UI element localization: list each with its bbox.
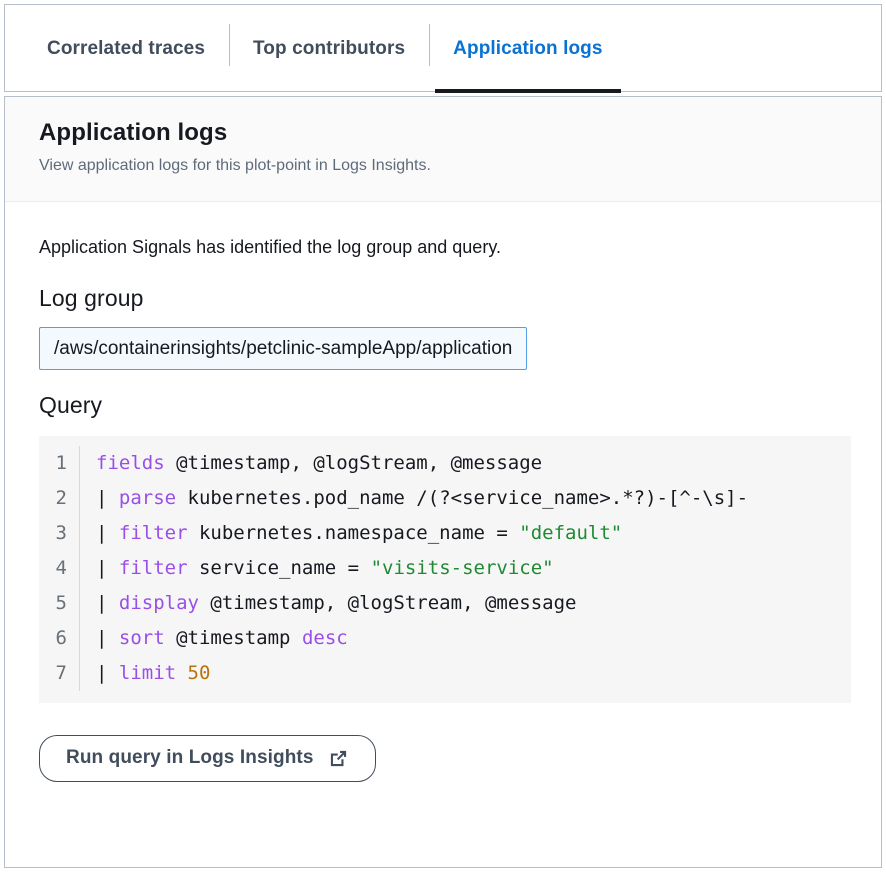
page-title: Application logs — [39, 119, 228, 146]
code-token: @timestamp, @logStream, @message — [176, 451, 543, 474]
code-line: 1 fields @timestamp, @logStream, @message — [39, 445, 851, 481]
run-query-button-label: Run query in Logs Insights — [66, 746, 314, 768]
tab-label: Application logs — [453, 37, 603, 59]
query-code-block[interactable]: 1 fields @timestamp, @logStream, @message… — [39, 435, 851, 703]
code-token: kubernetes.namespace_name = — [198, 521, 520, 544]
log-group-heading: Log group — [39, 284, 144, 311]
code-token: filter — [118, 556, 199, 579]
code-token: sort — [118, 626, 177, 649]
code-token: limit — [118, 661, 188, 684]
code-token: @timestamp — [176, 626, 302, 649]
code-line-text: | display @timestamp, @logStream, @messa… — [79, 585, 851, 621]
code-token: "default" — [519, 521, 623, 544]
tab-application-logs[interactable]: Application logs — [429, 5, 626, 93]
tab-bar-container: Correlated traces Top contributors Appli… — [4, 4, 882, 93]
code-line-text: | limit 50 — [79, 655, 851, 691]
code-token: display — [118, 591, 211, 614]
tab-label: Correlated traces — [47, 37, 205, 59]
page-subtitle: View application logs for this plot-poin… — [39, 156, 431, 174]
line-number: 3 — [55, 521, 67, 544]
code-token: fields — [96, 451, 177, 474]
code-token: kubernetes.pod_name /(?<service_name>.*?… — [187, 486, 749, 509]
line-number: 4 — [55, 556, 67, 579]
code-line: 3 | filter kubernetes.namespace_name = "d… — [39, 515, 851, 551]
code-token: | — [96, 521, 119, 544]
code-line: 2 | parse kubernetes.pod_name /(?<service… — [39, 480, 851, 516]
line-number: 6 — [55, 626, 67, 649]
code-token: parse — [118, 486, 188, 509]
code-token: desc — [301, 626, 348, 649]
code-line-text: fields @timestamp, @logStream, @message — [79, 445, 851, 481]
code-line-text: | sort @timestamp desc — [79, 620, 851, 656]
code-line: 4 | filter service_name = "visits-service… — [39, 550, 851, 586]
line-number: 7 — [55, 661, 67, 684]
code-token: | — [96, 661, 119, 684]
code-token: @timestamp, @logStream, @message — [210, 591, 577, 614]
panel-body: Application Signals has identified the l… — [5, 202, 881, 703]
code-token: | — [96, 626, 119, 649]
line-number: 1 — [55, 451, 67, 474]
log-group-value[interactable]: /aws/containerinsights/petclinic-sampleA… — [39, 326, 528, 371]
line-number: 5 — [55, 591, 67, 614]
panel-header: Application logs View application logs f… — [5, 97, 881, 202]
tab-top-contributors[interactable]: Top contributors — [229, 5, 429, 92]
code-line: 6 | sort @timestamp desc — [39, 620, 851, 656]
code-token: service_name = — [198, 556, 371, 579]
code-line-text: | parse kubernetes.pod_name /(?<service_… — [79, 480, 851, 516]
code-line: 7 | limit 50 — [39, 655, 851, 691]
code-token: | — [96, 556, 119, 579]
tab-list: Correlated traces Top contributors Appli… — [5, 5, 881, 93]
code-token: filter — [118, 521, 199, 544]
tab-correlated-traces[interactable]: Correlated traces — [23, 5, 229, 92]
external-link-icon — [328, 748, 349, 769]
intro-text: Application Signals has identified the l… — [39, 236, 501, 257]
query-heading: Query — [39, 392, 103, 419]
line-number: 2 — [55, 486, 67, 509]
code-token: | — [96, 486, 119, 509]
panel-actions: Run query in Logs Insights — [5, 703, 881, 812]
code-line-text: | filter kubernetes.namespace_name = "de… — [79, 515, 851, 551]
code-line-text: | filter service_name = "visits-service" — [79, 550, 851, 586]
tab-label: Top contributors — [253, 37, 406, 59]
code-token: | — [96, 591, 119, 614]
code-line: 5 | display @timestamp, @logStream, @mess… — [39, 585, 851, 621]
code-token: "visits-service" — [370, 556, 554, 579]
code-token: 50 — [187, 661, 211, 684]
run-query-in-logs-insights-button[interactable]: Run query in Logs Insights — [39, 734, 376, 782]
application-logs-panel: Application logs View application logs f… — [4, 96, 882, 868]
